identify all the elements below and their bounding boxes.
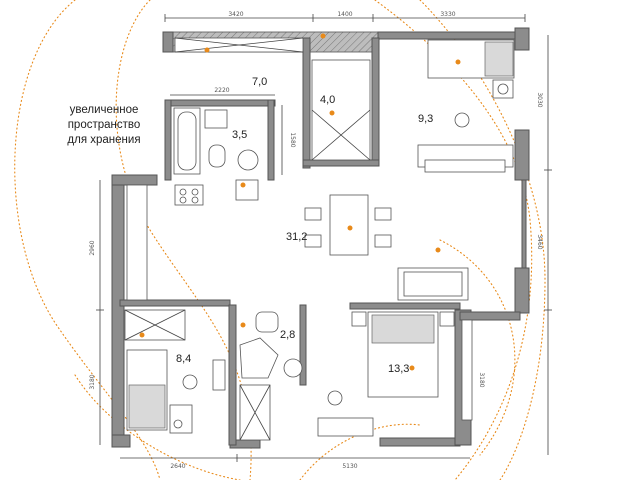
dim-bottom-2: 5130 (342, 463, 357, 470)
room-area-living: 31,2 (286, 231, 307, 243)
bedroom-left-furniture (126, 349, 226, 434)
room-area-bath-top: 3,5 (232, 129, 247, 141)
dim-bottom-1: 2640 (170, 463, 185, 470)
callout-line-2: пространство (67, 119, 141, 131)
room-area-bedroom-bottom: 13,3 (388, 363, 409, 375)
dim-bath-height: 1580 (289, 132, 296, 147)
room-area-bedroom-top: 9,3 (418, 113, 433, 125)
room-area-closet: 4,0 (320, 94, 335, 106)
room-markers (139, 33, 461, 371)
kitchen-living-furniture (126, 184, 469, 301)
dim-right-1: 3030 (536, 92, 543, 107)
dim-top-1: 3420 (228, 11, 243, 18)
dim-left-2: 3180 (89, 374, 96, 389)
storage-callout: увеличенное пространство для хранения (40, 103, 168, 148)
dim-left-1: 2960 (89, 240, 96, 255)
dim-bath-width: 2220 (214, 87, 229, 94)
dim-top-2: 1400 (337, 11, 352, 18)
dimension-lines (96, 14, 552, 462)
bedroom-top-furniture (417, 39, 515, 173)
dim-top-3: 3330 (440, 11, 455, 18)
dim-right-2: 3460 (536, 234, 543, 249)
storage-units (124, 37, 371, 441)
room-area-bath-small: 2,8 (280, 329, 295, 341)
callout-line-1: увеличенное (69, 104, 139, 116)
room-area-storage: 7,0 (252, 76, 267, 88)
callout-line-3: для хранения (67, 134, 141, 146)
room-area-bedroom-left: 8,4 (176, 353, 191, 365)
dim-right-3: 3180 (478, 372, 485, 387)
bedroom-bottom-furniture (317, 311, 473, 437)
bath-small-fixtures (239, 311, 303, 379)
inner-walls (119, 37, 461, 446)
